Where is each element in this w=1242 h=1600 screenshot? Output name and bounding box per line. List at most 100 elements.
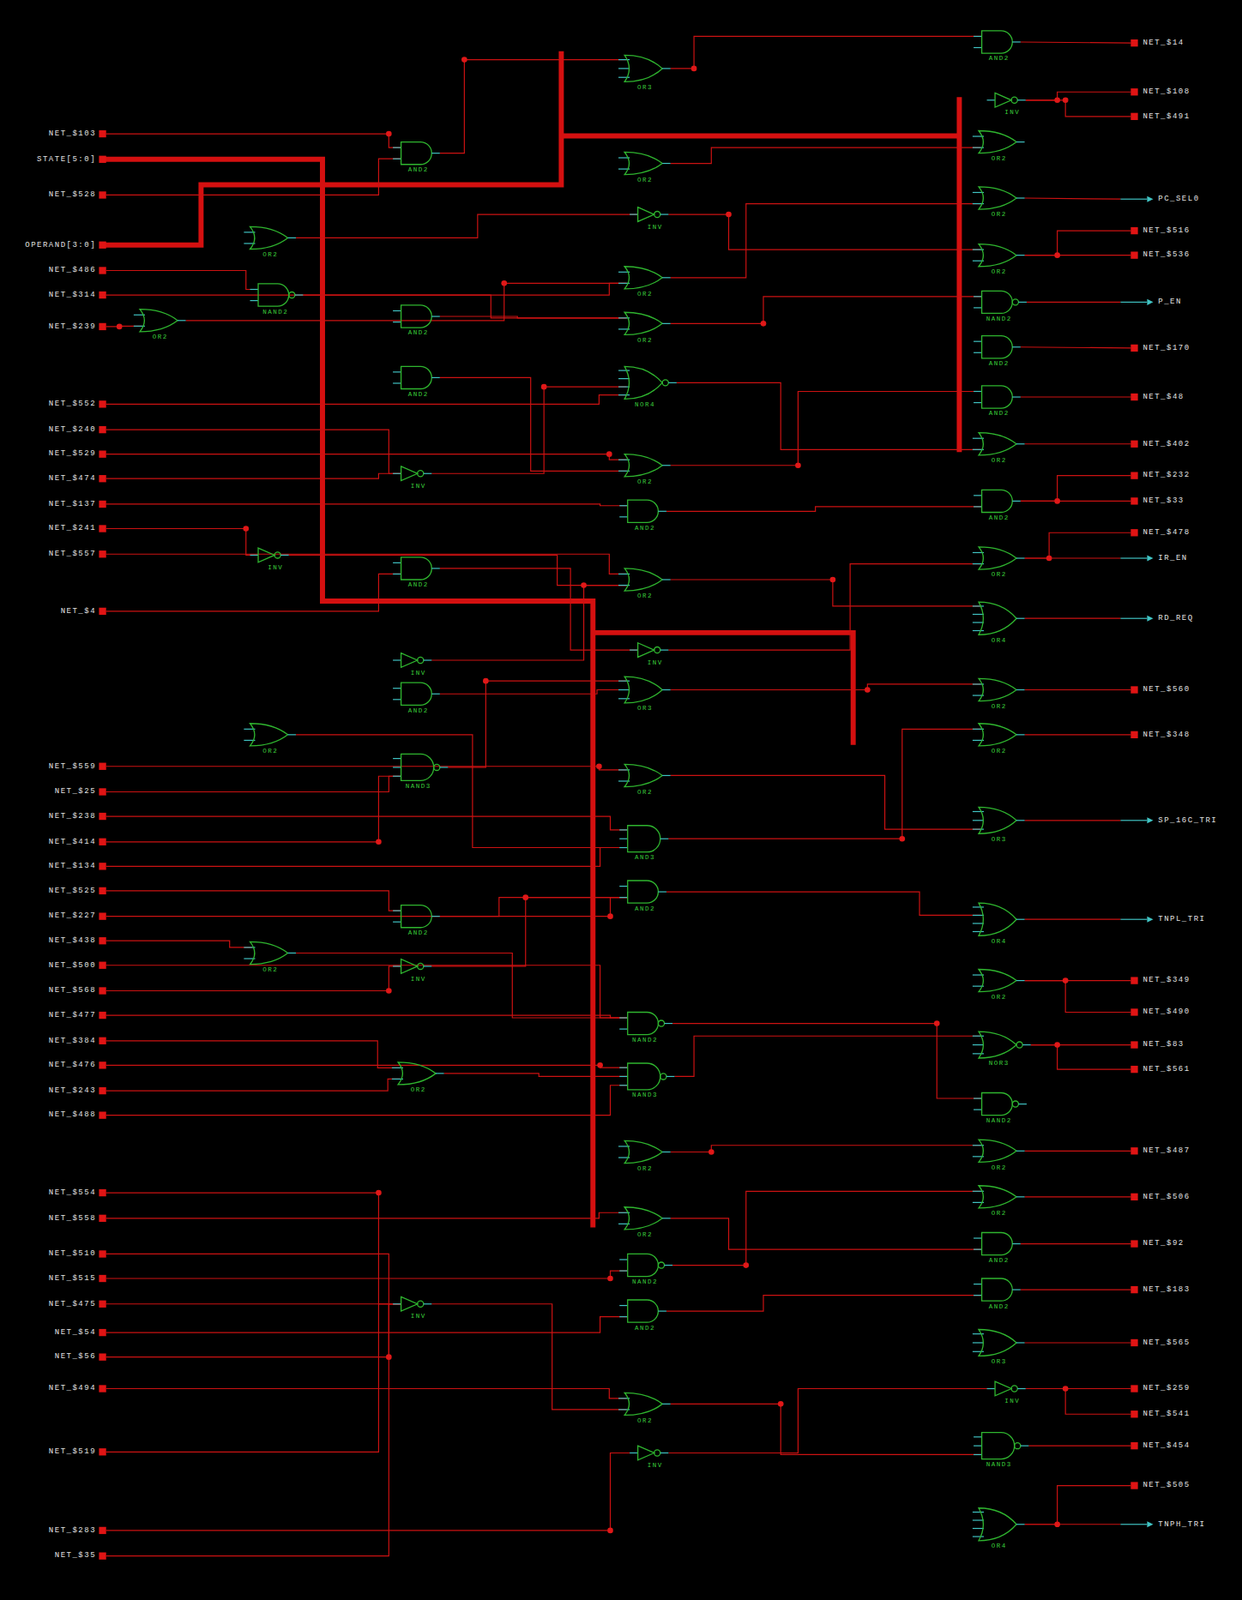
gate-pin [1012,500,1021,502]
gate-body [258,548,275,563]
signal-wire [440,690,628,695]
gate-body [624,366,663,399]
port-marker [98,241,106,249]
gate-pin [619,1076,628,1078]
signal-name: NET_$103 [48,128,97,139]
gate-pin [972,1036,984,1038]
gate-pin [987,1388,996,1390]
signal-wire [1024,532,1132,559]
signal-wire [106,816,628,831]
gate-pin [664,1265,674,1267]
junction-group [116,56,1069,1534]
gate-pin [618,59,630,61]
gate-pin [972,621,984,623]
gate-pin [629,1453,639,1454]
junction-dot [606,451,613,458]
junction-dot [385,988,392,995]
logic-gate-symbol [973,1433,1029,1460]
logic-gate-symbol [973,1232,1021,1255]
logic-gate-symbol [392,653,432,669]
gate-pin [1016,254,1025,256]
signal-wire [106,1303,402,1305]
signal-name: NET_$54 [54,1327,97,1338]
gate-body [978,244,1017,267]
gate-pin [972,1053,984,1055]
signal-name: NET_$478 [1141,528,1191,538]
gate-type-label: OR2 [636,337,654,345]
signal-wire [666,1296,983,1312]
inversion-bubble [660,1073,667,1080]
signal-name: NET_$35 [54,1551,97,1562]
gate-body [978,1186,1017,1209]
gate-pin [668,382,677,384]
gate-body [401,959,418,975]
signal-name: NET_$348 [1141,729,1191,740]
signal-name: NET_$4 [60,606,97,616]
port-marker [1130,471,1138,479]
signal-wire [106,898,628,917]
logic-gate-symbol [392,905,441,929]
gate-pin [392,573,402,575]
gate-body [624,266,663,290]
signal-name: NET_$491 [1141,111,1191,121]
gate-type-label: OR2 [636,593,654,601]
gate-pin [1018,301,1027,303]
gate-body [978,1031,1017,1059]
inversion-bubble [434,764,441,771]
signal-wire [668,564,981,652]
gate-body [978,1508,1017,1542]
signal-name: NET_$486 [48,265,97,276]
port-marker [98,937,106,945]
output-arrow [1120,198,1147,200]
output-arrow [1120,919,1147,921]
gate-type-label: OR2 [636,1232,654,1240]
signal-wire [106,891,402,911]
gate-type-label: AND2 [407,391,430,399]
inversion-bubble [657,1262,664,1269]
junction-dot [864,687,871,694]
gate-pin [619,886,628,887]
logic-gate-symbol [619,500,667,523]
gate-body [982,1232,1013,1255]
port-marker [1130,731,1138,739]
gate-pin [973,1284,983,1285]
gate-body [624,1207,663,1230]
signal-name: NET_$48 [1141,391,1185,402]
signal-name: NET_$137 [48,499,97,509]
signal-wire [106,158,402,195]
logic-gate-symbol [392,142,441,165]
logic-gate-symbol [250,283,304,307]
gate-pin [619,505,628,507]
logic-gate-symbol [972,903,1025,936]
port-marker [1130,113,1138,121]
signal-wire [1024,443,1132,445]
gate-body [982,385,1013,409]
gate-body [624,312,663,335]
gate-pin [1016,919,1025,921]
gate-pin [431,567,441,569]
gate-type-label: NAND2 [631,1037,659,1045]
signal-wire [1024,198,1122,199]
gate-pin [618,77,630,79]
port-marker [1130,1147,1138,1155]
gate-body [401,905,433,929]
gate-pin [662,162,671,164]
signal-wire [431,1304,627,1411]
logic-gate-symbol [972,1031,1031,1059]
gate-pin [1016,1196,1025,1198]
gate-body [978,678,1017,701]
signal-wire [1024,230,1132,256]
output-arrow [1120,819,1147,821]
logic-gate-symbol [629,643,669,658]
signal-wire [106,473,402,479]
gate-pin [619,1271,628,1273]
gate-type-label: AND2 [407,167,430,175]
port-group [98,39,1153,1561]
gate-pin [431,377,441,379]
signal-name: NET_$402 [1141,439,1191,449]
junction-dot [375,1190,382,1197]
gate-body [994,1381,1012,1397]
logic-gate-symbol [392,305,441,328]
signal-name: NET_$241 [48,524,97,534]
port-marker [1130,227,1138,235]
